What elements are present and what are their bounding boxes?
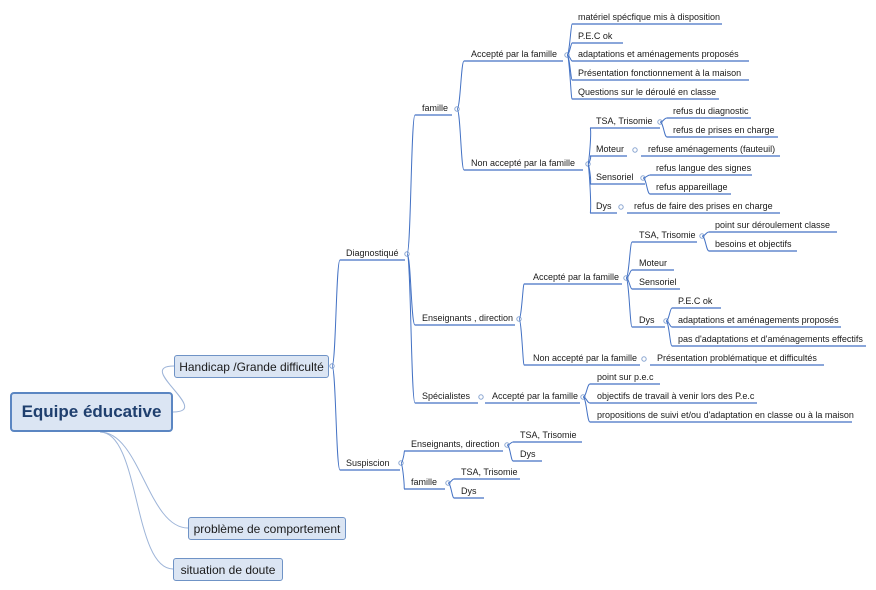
node-ens-tsa[interactable]: TSA, Trisomie	[639, 230, 696, 240]
connector	[518, 283, 525, 320]
node-enseignants[interactable]: Enseignants , direction	[422, 313, 514, 323]
node-sensoriel[interactable]: Sensoriel	[596, 172, 634, 182]
leaf[interactable]: Dys	[461, 486, 477, 496]
connector	[642, 177, 651, 195]
root-node[interactable]: Equipe éducative	[10, 392, 173, 432]
leaf[interactable]: Questions sur le déroulé en classe	[578, 87, 717, 97]
connector	[587, 127, 592, 165]
leaf[interactable]: refus du diagnostic	[673, 106, 749, 116]
connector	[625, 277, 633, 328]
connector	[659, 121, 668, 138]
node-suspicion[interactable]: Suspiscion	[346, 458, 390, 468]
connector	[456, 60, 465, 110]
node-ens-non-accepte[interactable]: Non accepté par la famille	[533, 353, 638, 363]
connector	[566, 54, 573, 100]
leaf[interactable]: refus de faire des prises en charge	[634, 201, 773, 211]
leaf[interactable]: P.E.C ok	[678, 296, 713, 306]
node-moteur[interactable]: Moteur	[596, 144, 625, 154]
leaf[interactable]: Dys	[520, 449, 536, 459]
leaf[interactable]: P.E.C ok	[578, 31, 613, 41]
node-ens-moteur[interactable]: Moteur	[639, 258, 668, 268]
connector	[587, 163, 592, 214]
node-specialistes[interactable]: Spécialistes	[422, 391, 471, 401]
leaf[interactable]: adaptations et aménagements proposés	[678, 315, 839, 325]
node-susp-famille[interactable]: famille	[411, 477, 438, 487]
connector	[447, 482, 455, 499]
connector	[518, 318, 525, 366]
connector	[665, 320, 673, 347]
connector	[456, 108, 465, 171]
leaf[interactable]: besoins et objectifs	[715, 239, 792, 249]
collapse-knob	[632, 147, 638, 153]
node-famille-non-accepte[interactable]: Non accepté par la famille	[471, 158, 576, 168]
connector	[331, 365, 341, 471]
collapse-knob	[618, 204, 624, 210]
node-diagnostique[interactable]: Diagnostiqué	[346, 248, 399, 258]
leaf[interactable]: TSA, Trisomie	[520, 430, 577, 440]
node-spec-accepte[interactable]: Accepté par la famille	[492, 391, 579, 401]
node-tsa[interactable]: TSA, Trisomie	[596, 116, 653, 126]
leaf[interactable]: pas d'adaptations et d'aménagements effe…	[678, 334, 863, 344]
leaf[interactable]: objectifs de travail à venir lors des P.…	[597, 391, 755, 401]
connector	[506, 444, 514, 462]
leaf[interactable]: refus appareillage	[656, 182, 728, 192]
node-ens-dys[interactable]: Dys	[639, 315, 655, 325]
leaf[interactable]: point sur p.e.c	[597, 372, 654, 382]
branch-comportement[interactable]: problème de comportement	[188, 517, 346, 540]
connector	[625, 241, 633, 279]
collapse-knob	[478, 394, 484, 400]
leaf[interactable]: adaptations et aménagements proposés	[578, 49, 739, 59]
leaf[interactable]: refus de prises en charge	[673, 125, 775, 135]
connector	[400, 462, 405, 490]
connector	[99, 431, 174, 570]
connector	[99, 431, 189, 529]
branch-handicap[interactable]: Handicap /Grande difficulté	[174, 355, 329, 378]
leaf[interactable]: refus langue des signes	[656, 163, 752, 173]
branch-doute[interactable]: situation de doute	[173, 558, 283, 581]
connector	[406, 253, 416, 404]
node-dys[interactable]: Dys	[596, 201, 612, 211]
connector	[701, 235, 710, 252]
connector	[406, 114, 416, 255]
leaf[interactable]: Présentation problématique et difficulté…	[657, 353, 817, 363]
node-ens-accepte[interactable]: Accepté par la famille	[533, 272, 620, 282]
leaf[interactable]: Présentation fonctionnement à la maison	[578, 68, 742, 78]
leaf[interactable]: refuse aménagements (fauteuil)	[648, 144, 776, 154]
connector	[582, 396, 591, 423]
connector	[161, 365, 186, 413]
node-ens-sensoriel[interactable]: Sensoriel	[639, 277, 677, 287]
node-famille-accepte[interactable]: Accepté par la famille	[471, 49, 558, 59]
connector	[331, 259, 341, 367]
node-susp-enseignants[interactable]: Enseignants, direction	[411, 439, 500, 449]
leaf[interactable]: propositions de suivi et/ou d'adaptation…	[597, 410, 854, 420]
collapse-knob	[641, 356, 647, 362]
node-famille[interactable]: famille	[422, 103, 449, 113]
leaf[interactable]: TSA, Trisomie	[461, 467, 518, 477]
leaf[interactable]: point sur déroulement classe	[715, 220, 831, 230]
leaf[interactable]: matériel spécfique mis à disposition	[578, 12, 721, 22]
